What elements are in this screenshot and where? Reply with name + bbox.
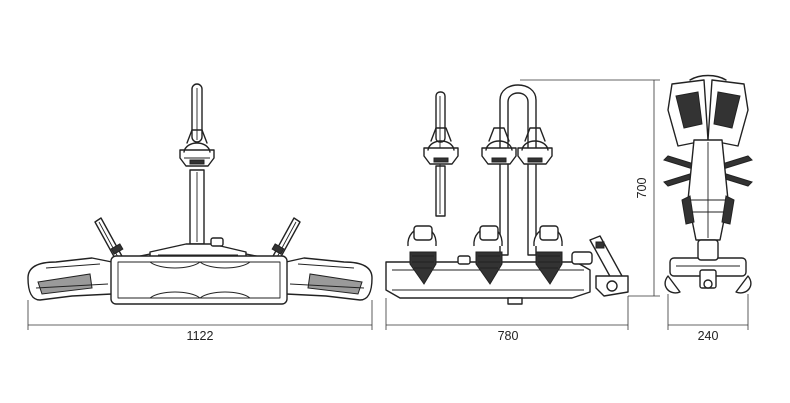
front-right-ratchet-arm <box>271 217 301 263</box>
dimension-width-front: 1122 <box>27 300 373 343</box>
folded-top-trays <box>667 74 749 147</box>
dimension-label-700: 700 <box>635 178 649 199</box>
side-ratchet-strap-1 <box>407 225 437 285</box>
folded-view <box>663 74 753 294</box>
folded-central-column <box>681 139 735 241</box>
front-mast <box>189 83 205 245</box>
dimension-height-side: 700 <box>520 79 660 297</box>
side-view <box>385 84 629 305</box>
dimension-label-1122: 1122 <box>187 329 214 343</box>
dimension-length-side: 780 <box>385 296 629 343</box>
side-clamp-1 <box>423 127 459 165</box>
side-u-arm <box>499 84 537 256</box>
front-light-board <box>110 255 288 305</box>
dimension-width-folded: 240 <box>667 294 749 343</box>
front-mast-clamp <box>179 129 215 167</box>
front-view <box>27 83 373 305</box>
dimension-label-240: 240 <box>698 329 719 343</box>
dimension-label-780: 780 <box>498 329 519 343</box>
side-clamp-3 <box>517 127 553 165</box>
side-clamp-2 <box>481 127 517 165</box>
folded-hitch <box>664 239 752 294</box>
side-ratchet-strap-2 <box>473 225 503 285</box>
side-ratchet-strap-3 <box>533 225 563 285</box>
side-coupling-lever <box>589 235 629 297</box>
